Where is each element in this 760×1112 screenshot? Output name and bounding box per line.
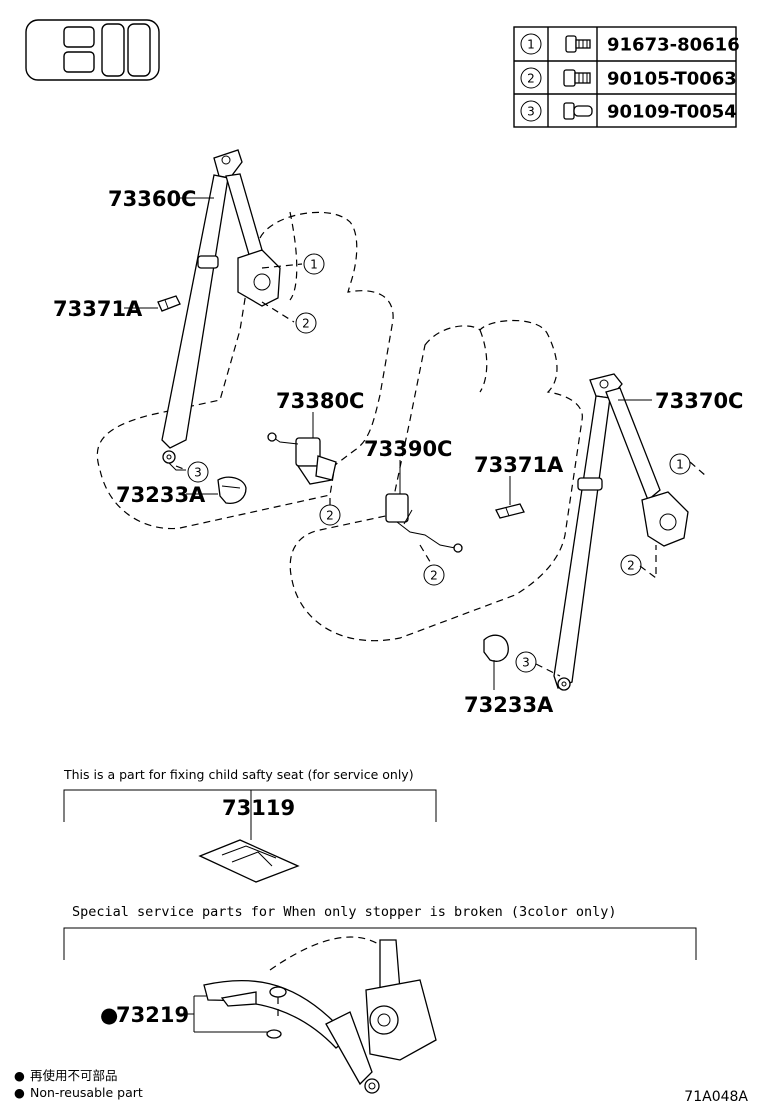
label-73233A-right: 73233A — [464, 693, 554, 717]
marker-1-left — [303, 253, 325, 275]
ref-circle-3 — [520, 100, 542, 122]
svg-text:●: ● — [14, 1085, 25, 1100]
label-73219: 73219 — [116, 1003, 189, 1027]
fastener-ref-3: 3 — [527, 105, 535, 119]
legend-japanese: 再使用不可部品 — [30, 1068, 118, 1083]
fastener-part-number-1: 91673-80616 — [607, 35, 740, 56]
marker-2-right — [620, 554, 642, 576]
fastener-row-3: 3 90109-T0054 — [520, 100, 737, 123]
svg-text:2: 2 — [430, 569, 438, 583]
svg-text:3: 3 — [194, 466, 202, 480]
marker-2-center — [319, 504, 341, 526]
special-service-note: Special service parts for When only stop… — [72, 904, 617, 920]
svg-text:1: 1 — [676, 458, 684, 472]
marker-2-buckle — [423, 564, 445, 586]
legend: ● 再使用不可部品 ● Non-reusable part — [14, 1068, 143, 1100]
fastener-markers: 1 2 3 2 2 1 2 3 — [187, 253, 691, 673]
marker-1-right — [669, 453, 691, 475]
legend-english: Non-reusable part — [30, 1085, 143, 1100]
non-reusable-bullet: ● — [100, 1003, 118, 1027]
child-seat-note: This is a part for fixing child safty se… — [63, 767, 414, 782]
marker-3-left — [187, 461, 209, 483]
fastener-row-1: 1 91673-80616 — [520, 33, 740, 56]
svg-text:2: 2 — [627, 559, 635, 573]
cover-73233A-left — [217, 476, 247, 504]
svg-text:2: 2 — [326, 509, 334, 523]
left-seat-outline — [96, 211, 394, 530]
retractor-assembly — [203, 936, 437, 1094]
label-73233A-left: 73233A — [116, 483, 206, 507]
label-73371A-left: 73371A — [53, 297, 143, 321]
cover-73233A-right — [483, 634, 509, 662]
label-73370C: 73370C — [655, 389, 743, 413]
fastener-part-number-3: 90109-T0054 — [607, 102, 737, 123]
seat-belt-73360C — [161, 149, 281, 471]
callout-labels: 73360C 73371A 73380C 73233A 73390C 73371… — [53, 187, 743, 717]
buckle-73380C — [267, 432, 337, 485]
right-seat-outline — [289, 319, 583, 642]
ref-circle-1 — [520, 33, 542, 55]
svg-text:1: 1 — [310, 258, 318, 272]
bolt-icon — [563, 69, 591, 87]
fastener-ref-2: 2 — [527, 72, 535, 86]
stopper-73219 — [220, 986, 287, 1039]
marker-3-right — [515, 651, 537, 673]
label-73380C: 73380C — [276, 389, 364, 413]
clip-73371A-right — [495, 503, 525, 519]
clip-73371A-left — [157, 295, 181, 312]
svg-text:2: 2 — [302, 317, 310, 331]
ref-circle-2 — [520, 67, 542, 89]
special-service-section: Special service parts for When only stop… — [63, 904, 697, 1094]
fastener-row-2: 2 90105-T0063 — [520, 67, 737, 90]
svg-text:3: 3 — [522, 656, 530, 670]
fastener-table: 1 91673-80616 2 90105-T0063 3 — [513, 26, 740, 128]
bolt-icon — [563, 102, 593, 120]
leader-lines — [124, 197, 707, 840]
fastener-part-number-2: 90105-T0063 — [607, 69, 737, 90]
label-73371A-right: 73371A — [474, 453, 564, 477]
label-73390C: 73390C — [364, 437, 452, 461]
seat-belt-73370C — [553, 373, 689, 691]
fastener-ref-1: 1 — [527, 38, 535, 52]
label-73360C: 73360C — [108, 187, 196, 211]
marker-2-left — [295, 312, 317, 334]
label-73119: 73119 — [222, 796, 295, 820]
vehicle-location-icon — [25, 19, 160, 81]
diagram-code: 71A048A — [684, 1089, 748, 1105]
svg-text:●: ● — [14, 1068, 25, 1083]
child-seat-section: This is a part for fixing child safty se… — [63, 767, 437, 883]
bracket-73119 — [198, 839, 300, 883]
bolt-icon — [565, 35, 591, 53]
buckle-73390C — [385, 493, 463, 553]
